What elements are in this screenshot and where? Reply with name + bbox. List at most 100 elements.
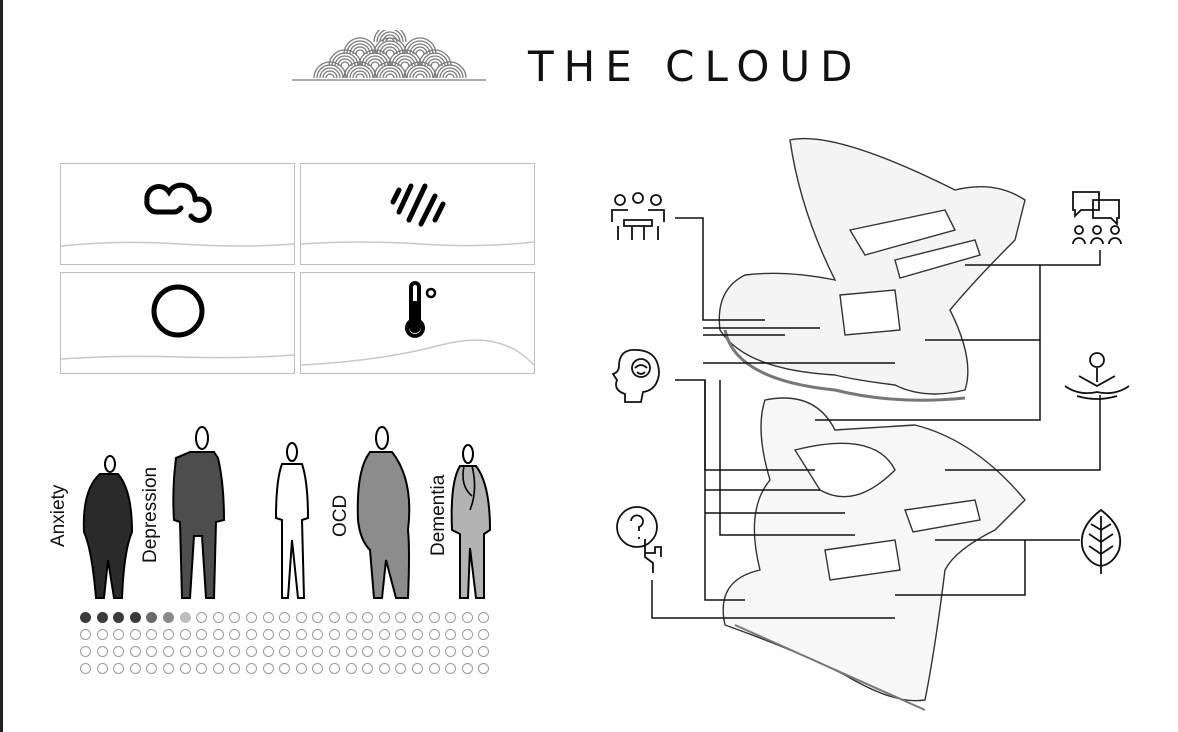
population-dot <box>80 646 91 657</box>
weather-panel-rain <box>300 163 535 265</box>
population-dot <box>229 646 241 657</box>
population-dot <box>80 663 91 674</box>
population-dot <box>113 612 125 623</box>
population-dot <box>113 663 125 674</box>
population-dot <box>412 663 423 674</box>
meeting-group-icon <box>611 192 665 240</box>
discussion-group-icon <box>1072 191 1122 245</box>
population-dot <box>146 663 158 674</box>
population-dot <box>212 629 224 640</box>
population-dot <box>329 612 340 623</box>
population-dot <box>179 646 191 657</box>
population-dot <box>146 646 158 657</box>
population-dot <box>345 612 357 623</box>
population-dot <box>163 629 174 640</box>
prevalence-dot-grid <box>80 612 500 682</box>
population-dot <box>262 612 274 623</box>
population-dot <box>445 663 457 674</box>
population-dot <box>412 612 423 623</box>
population-dot <box>196 646 208 657</box>
population-dot <box>212 646 224 657</box>
page-title: THE CLOUD <box>528 42 863 91</box>
population-dot <box>96 646 108 657</box>
population-dot <box>196 663 208 674</box>
leaf-icon <box>1080 508 1122 574</box>
cloud-wave-logo-icon <box>292 30 486 81</box>
population-dot <box>312 646 324 657</box>
label-dementia: Dementia <box>428 474 449 556</box>
ocd-figure <box>356 426 411 599</box>
population-dot <box>312 629 324 640</box>
population-dot <box>212 612 224 623</box>
population-dot <box>461 629 473 640</box>
population-dot <box>445 629 457 640</box>
population-dot <box>80 629 91 640</box>
weather-panel-sun <box>60 272 295 374</box>
population-dot <box>378 629 390 640</box>
label-ocd: OCD <box>330 494 351 537</box>
label-depression: Depression <box>140 466 161 563</box>
population-dot <box>279 663 291 674</box>
population-dot <box>445 646 457 657</box>
population-dot <box>96 629 108 640</box>
population-dot <box>478 663 490 674</box>
population-dot <box>362 612 374 623</box>
page-edge-line <box>0 0 3 732</box>
population-dot <box>113 629 125 640</box>
population-dot <box>428 646 440 657</box>
population-dot <box>428 663 440 674</box>
population-dot <box>395 629 407 640</box>
weather-panel-temperature <box>300 272 535 374</box>
population-dot <box>378 612 390 623</box>
population-dot <box>129 646 141 657</box>
population-dot <box>428 612 440 623</box>
population-dot <box>329 646 340 657</box>
thermometer-icon <box>301 281 534 366</box>
population-dot <box>179 612 191 623</box>
population-dot <box>295 663 307 674</box>
weather-panel-cloud <box>60 163 295 265</box>
outline-figure <box>274 442 310 599</box>
population-dot <box>478 612 490 623</box>
population-dot <box>80 612 91 623</box>
population-dot <box>428 629 440 640</box>
population-dot <box>129 629 141 640</box>
anxiety-figure <box>82 455 134 599</box>
population-dot <box>246 646 257 657</box>
population-dot <box>279 646 291 657</box>
population-dot <box>96 663 108 674</box>
population-dot <box>196 612 208 623</box>
population-dot <box>362 629 374 640</box>
population-dot <box>262 629 274 640</box>
population-dot <box>345 663 357 674</box>
population-dot <box>345 646 357 657</box>
population-dot <box>129 612 141 623</box>
population-dot <box>461 646 473 657</box>
population-dot <box>412 629 423 640</box>
population-dot <box>246 612 257 623</box>
population-dot <box>395 646 407 657</box>
rain-icon <box>301 183 534 247</box>
population-dot <box>329 663 340 674</box>
population-dot <box>229 612 241 623</box>
population-dot <box>96 612 108 623</box>
people-figures <box>82 426 492 599</box>
population-dot <box>295 646 307 657</box>
population-dot <box>461 663 473 674</box>
population-dot <box>312 612 324 623</box>
dementia-figure <box>450 444 492 599</box>
population-dot <box>395 663 407 674</box>
population-dot <box>362 663 374 674</box>
population-dot <box>163 612 174 623</box>
population-dot <box>345 629 357 640</box>
building-program-diagram <box>611 137 1130 711</box>
population-dot <box>246 629 257 640</box>
population-dot <box>279 629 291 640</box>
population-dot <box>212 663 224 674</box>
population-dot <box>378 646 390 657</box>
population-dot <box>129 663 141 674</box>
population-dot <box>295 629 307 640</box>
meditation-icon <box>1064 352 1130 400</box>
population-dot <box>196 629 208 640</box>
population-dot <box>295 612 307 623</box>
